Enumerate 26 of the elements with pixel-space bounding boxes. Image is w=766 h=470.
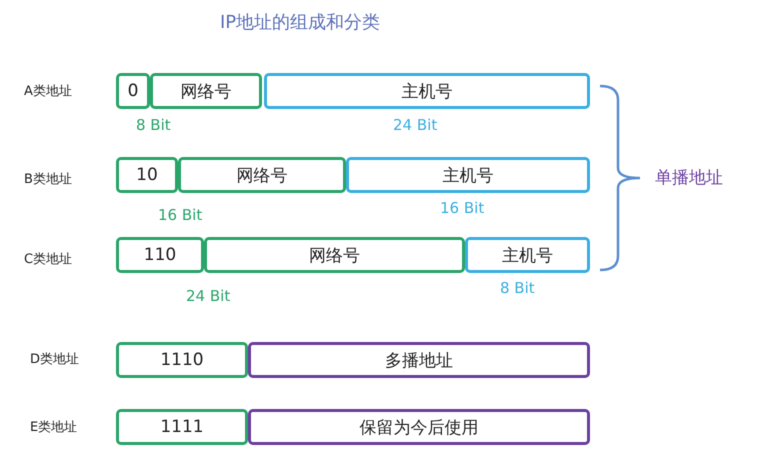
- multicast-field: 多播地址: [248, 342, 590, 378]
- reserved-field: 保留为今后使用: [248, 409, 590, 445]
- class-bits-field: 10: [116, 157, 178, 193]
- bit-count: 24 Bit: [186, 287, 230, 305]
- bit-count: 8 Bit: [136, 116, 171, 134]
- bit-count: 24 Bit: [393, 116, 438, 134]
- bit-count: 16 Bit: [440, 199, 484, 217]
- class-bits-field: 110: [116, 237, 204, 273]
- bit-count: 16 Bit: [158, 206, 202, 224]
- network-field: 网络号: [150, 73, 262, 109]
- row-label: B类地址: [24, 171, 72, 188]
- network-field: 网络号: [204, 237, 465, 273]
- class-bits-field: 1111: [116, 409, 248, 445]
- row-label: E类地址: [30, 419, 78, 436]
- bit-count: 8 Bit: [500, 279, 535, 297]
- host-field: 主机号: [346, 157, 590, 193]
- host-field: 主机号: [465, 237, 590, 273]
- row-label: D类地址: [30, 351, 80, 368]
- network-field: 网络号: [178, 157, 346, 193]
- host-field: 主机号: [264, 73, 590, 109]
- row-label: C类地址: [24, 251, 72, 268]
- row-label: A类地址: [24, 83, 72, 100]
- group-label: 单播地址: [655, 167, 723, 189]
- title: IP地址的组成和分类: [220, 11, 380, 34]
- class-bits-field: 1110: [116, 342, 248, 378]
- class-bits-field: 0: [116, 73, 150, 109]
